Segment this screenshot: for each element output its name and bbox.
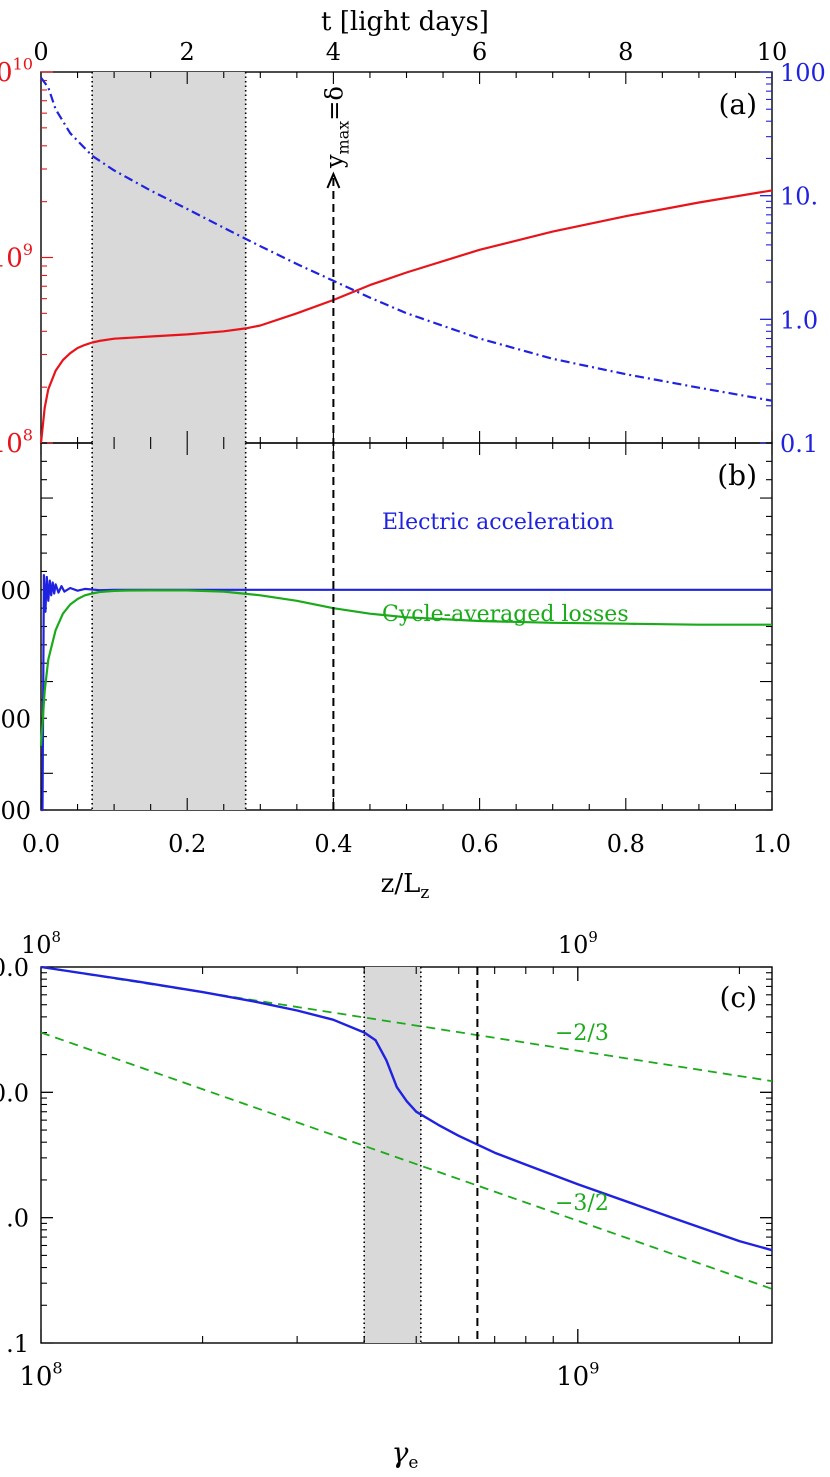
panel-c-shaded-region: [364, 967, 421, 1343]
panel-a-series-red-line: [39, 189, 773, 444]
panel-a-top-tick-label: 0: [33, 38, 48, 66]
panel-c-x-tick-label: 108: [19, 1358, 62, 1392]
panel-a-right-tick-label: 1.0: [780, 306, 818, 334]
panel-a-left-tick-label: 1010: [0, 54, 33, 88]
panel-b-left-tick-label: 00: [0, 577, 31, 605]
annotation-cycle-averaged-losses: Cycle-averaged losses: [382, 602, 629, 627]
panel-c-x-axis-title: γe: [392, 1436, 419, 1473]
top-axis-title: t [light days]: [321, 7, 489, 37]
panel-b-x-tick-label: 0.6: [461, 830, 499, 858]
panel-a-series-blue-dashdot: [40, 77, 773, 402]
panel-a-right-tick-label: 0.1: [780, 430, 818, 458]
panel-b-series-cycle-averaged-losses: [39, 589, 772, 746]
panel-b-x-tick-label: 1.0: [753, 830, 791, 858]
panel-a-left-tick-label: 108: [0, 425, 33, 459]
panel-c-left-tick-label: 0.0: [0, 1079, 29, 1107]
panel-c-top-tick-label: 108: [21, 928, 61, 959]
panel-b-x-axis-title: z/Lz: [381, 869, 430, 903]
marker-label-ymax-delta: ymax=δ: [320, 86, 352, 169]
panel-c-left-tick-label: .1: [6, 1330, 29, 1358]
panel-c-series-slope-minus-three-halves: [40, 1031, 773, 1290]
panel-a-top-tick-label: 6: [472, 38, 487, 66]
panel-a-top-tick-label: 8: [618, 38, 633, 66]
panel-b-x-tick-label: 0.2: [168, 830, 206, 858]
panel-label-a: (a): [718, 88, 757, 121]
panel-b-x-tick-label: 0.4: [314, 830, 352, 858]
panel-a-top-tick-label: 4: [326, 38, 341, 66]
panel-c-series-blue-line: [40, 965, 773, 1252]
panel-c-x-tick-label: 109: [556, 1358, 599, 1392]
marker-arrow-head: [326, 171, 341, 189]
panel-a-top-tick-label: 2: [180, 38, 195, 66]
annotation-slope-minus-three-halves: −3/2: [555, 1191, 609, 1216]
panel-c-top-tick-label: 109: [558, 928, 598, 959]
panel-c-left-tick-label: 0.0: [0, 954, 29, 982]
panel-a-right-tick-label: 100: [780, 59, 826, 87]
panel-b-left-tick-label: 00: [0, 705, 31, 733]
panel-label-c: (c): [719, 981, 757, 1014]
svg-text:ymax=δ: ymax=δ: [320, 86, 352, 169]
panel-b-x-tick-label: 0.0: [22, 830, 60, 858]
panel-b-shaded-region: [92, 443, 246, 810]
panel-a-left-tick-label: 109: [0, 240, 33, 274]
panel-a-shaded-region: [92, 72, 246, 443]
panel-b-left-tick-label: 00: [0, 797, 31, 825]
panel-c-left-tick-label: .0: [6, 1205, 29, 1233]
annotation-electric-acceleration: Electric acceleration: [382, 510, 614, 535]
panel-label-b: (b): [717, 459, 757, 492]
panel-b-x-tick-label: 0.8: [607, 830, 645, 858]
panel-a-right-tick-label: 10.: [780, 183, 818, 211]
panel-a-top-tick-label: 10: [757, 38, 788, 66]
annotation-slope-minus-two-thirds: −2/3: [555, 1021, 609, 1046]
